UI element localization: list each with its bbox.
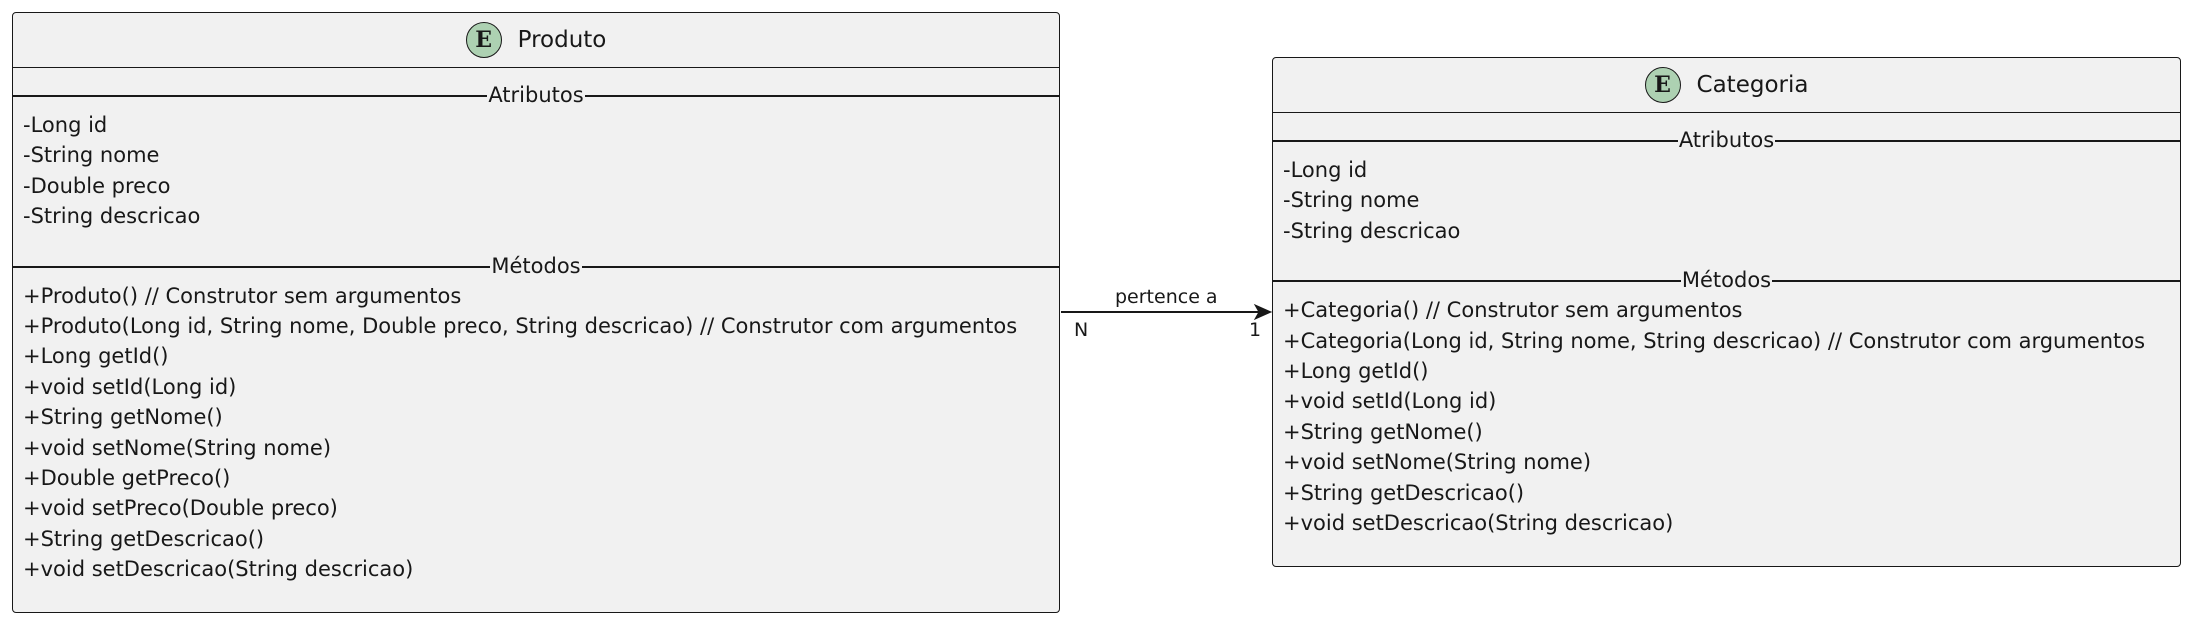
- attribute-list: -Long id -String nome -String descricao: [1273, 155, 2180, 246]
- method-item: +void setNome(String nome): [23, 435, 332, 460]
- method-item: +void setId(Long id): [1283, 389, 1497, 414]
- method-item: +void setPreco(Double preco): [23, 496, 338, 521]
- entity-spot-icon: E: [1644, 67, 1681, 103]
- entity-categoria[interactable]: E Categoria Atributos -Long id -String n…: [1272, 57, 2181, 567]
- entity-produto[interactable]: E Produto Atributos -Long id -String nom…: [12, 12, 1060, 613]
- attribute-list: -Long id -String nome -Double preco -Str…: [13, 110, 1059, 232]
- entity-spot-icon: E: [465, 22, 502, 58]
- attribute-item: -String nome: [1283, 188, 1420, 213]
- method-item: +void setId(Long id): [23, 374, 237, 399]
- attributes-section: Atributos -Long id -String nome -Double …: [13, 80, 1059, 232]
- attribute-item: -String descricao: [23, 204, 201, 229]
- method-item: +Double getPreco(): [23, 465, 231, 490]
- attributes-section: Atributos -Long id -String nome -String …: [1273, 125, 2180, 246]
- method-item: +void setDescricao(String descricao): [1283, 510, 1674, 535]
- method-list: +Produto() // Construtor sem argumentos …: [13, 281, 1059, 585]
- methods-section-title: Métodos: [13, 251, 1059, 281]
- attribute-item: -String descricao: [1283, 218, 1461, 243]
- method-list: +Categoria() // Construtor sem argumento…: [1273, 295, 2180, 538]
- method-item: +Long getId(): [1283, 358, 1429, 383]
- arrowhead-icon: [1253, 303, 1273, 321]
- methods-section-title: Métodos: [1273, 265, 2180, 295]
- attribute-item: -String nome: [23, 143, 160, 168]
- method-item: +Categoria(Long id, String nome, String …: [1283, 328, 2146, 353]
- relation-label: pertence a: [1115, 286, 1218, 308]
- target-multiplicity: 1: [1249, 319, 1262, 341]
- method-item: +Produto() // Construtor sem argumentos: [23, 283, 462, 308]
- entity-name: Produto: [517, 27, 607, 53]
- method-item: +Long getId(): [23, 344, 169, 369]
- entity-name: Categoria: [1696, 72, 1809, 98]
- entity-header: E Produto: [13, 13, 1059, 68]
- method-item: +String getDescricao(): [1283, 480, 1525, 505]
- methods-section: Métodos +Categoria() // Construtor sem a…: [1273, 265, 2180, 538]
- attributes-section-title: Atributos: [1273, 125, 2180, 155]
- method-item: +String getNome(): [1283, 419, 1483, 444]
- method-item: +void setNome(String nome): [1283, 450, 1592, 475]
- method-item: +String getDescricao(): [23, 526, 265, 551]
- methods-section: Métodos +Produto() // Construtor sem arg…: [13, 251, 1059, 585]
- attribute-item: -Long id: [1283, 158, 1368, 182]
- attributes-section-title: Atributos: [13, 80, 1059, 110]
- method-item: +String getNome(): [23, 405, 223, 430]
- source-multiplicity: N: [1074, 319, 1089, 341]
- attribute-item: -Long id: [23, 113, 108, 137]
- method-item: +Produto(Long id, String nome, Double pr…: [23, 313, 1018, 338]
- method-item: +void setDescricao(String descricao): [23, 557, 414, 582]
- method-item: +Categoria() // Construtor sem argumento…: [1283, 298, 1743, 323]
- entity-header: E Categoria: [1273, 58, 2180, 113]
- attribute-item: -Double preco: [23, 173, 171, 198]
